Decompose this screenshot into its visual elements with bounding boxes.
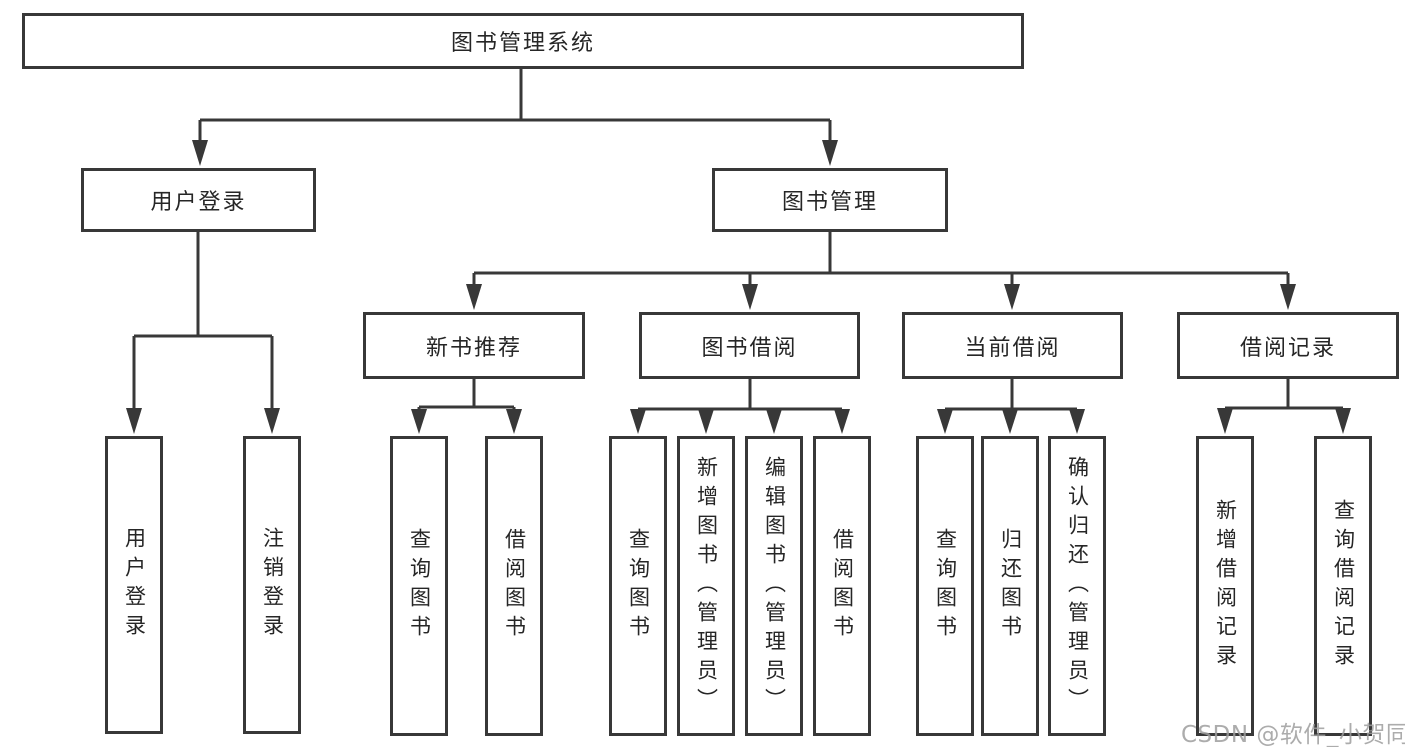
node-logout-leaf: 注销登录 [243,436,301,734]
node-book-borrow: 图书借阅 [639,312,860,379]
arrow-down-icon [1280,284,1296,310]
node-book-management: 图书管理 [712,168,948,232]
arrow-down-icon [766,409,782,434]
arrow-down-icon [192,140,208,166]
arrow-down-icon [1335,408,1351,434]
node-borrow-books-recommend: 借阅图书 [485,436,543,736]
arrow-down-icon [822,140,838,166]
csdn-watermark: CSDN @软件_小贺同学 [1181,722,1405,747]
connector-book-management-children [466,232,1296,310]
arrow-down-icon [742,284,758,310]
arrow-down-icon [834,409,850,434]
node-query-books-current: 查询图书 [916,436,974,736]
connector-book-borrow-children [630,379,850,434]
node-query-books-borrow: 查询图书 [609,436,667,736]
node-borrow-records: 借阅记录 [1177,312,1399,379]
node-query-books-recommend: 查询图书 [390,436,448,736]
arrow-down-icon [1069,409,1085,434]
arrow-down-icon [506,409,522,434]
node-edit-book-admin: 编辑图书（管理员） [745,436,803,736]
connector-user-login-children [126,232,280,434]
connector-root-to-level2 [192,69,838,166]
arrow-down-icon [264,408,280,434]
node-add-book-admin: 新增图书（管理员） [677,436,735,736]
connector-new-book-children [411,379,522,434]
arrow-down-icon [698,409,714,434]
arrow-down-icon [1004,284,1020,310]
arrow-down-icon [1217,408,1233,434]
node-query-borrow-record: 查询借阅记录 [1314,436,1372,736]
node-return-book: 归还图书 [981,436,1039,736]
node-root-library-system: 图书管理系统 [22,13,1024,69]
node-user-login: 用户登录 [81,168,316,232]
arrow-down-icon [411,409,427,434]
node-user-login-leaf: 用户登录 [105,436,163,734]
node-confirm-return-admin: 确认归还（管理员） [1048,436,1106,736]
node-add-borrow-record: 新增借阅记录 [1196,436,1254,736]
node-borrow-books-leaf: 借阅图书 [813,436,871,736]
node-current-borrow: 当前借阅 [902,312,1123,379]
arrow-down-icon [937,409,953,434]
arrow-down-icon [466,284,482,310]
arrow-down-icon [630,409,646,434]
connector-current-borrow-children [937,379,1085,434]
arrow-down-icon [1002,409,1018,434]
arrow-down-icon [126,408,142,434]
connector-borrow-records-children [1217,379,1351,434]
node-new-book-recommend: 新书推荐 [363,312,585,379]
